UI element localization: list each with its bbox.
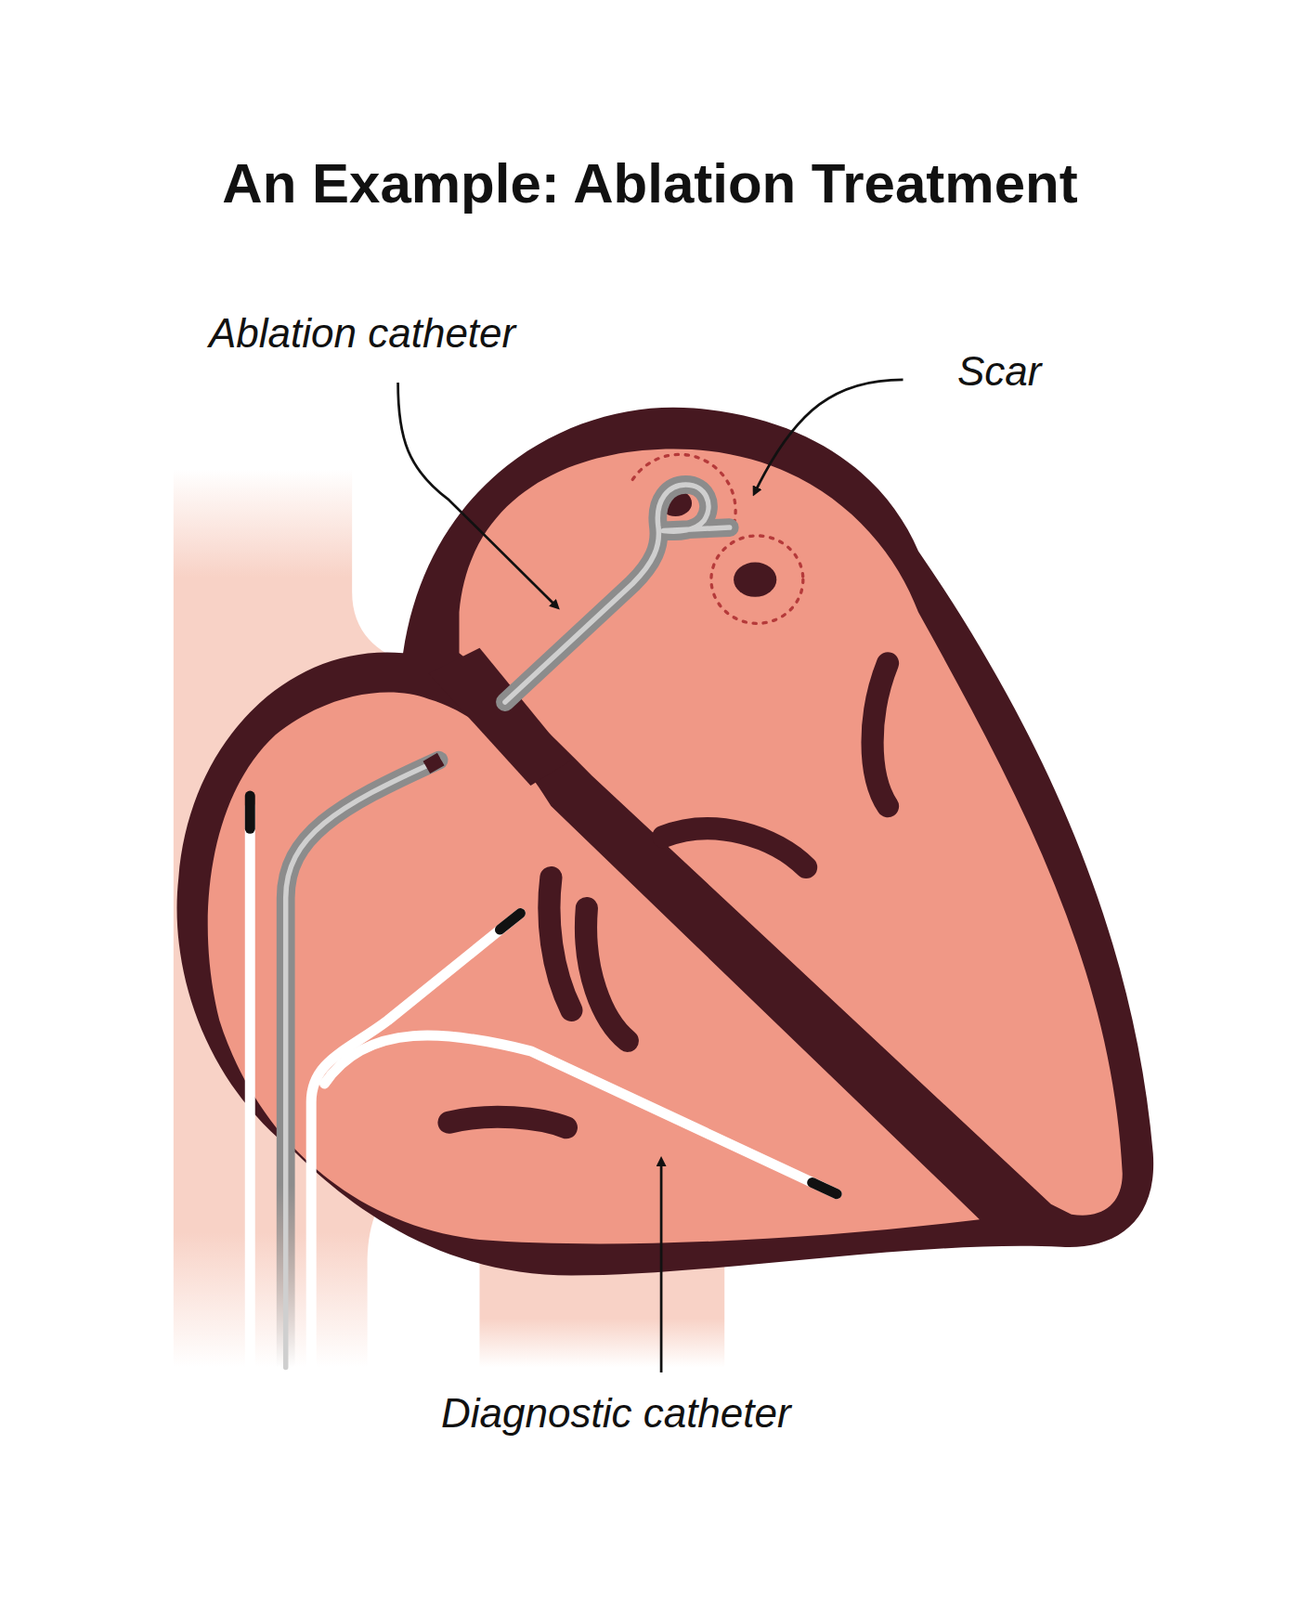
ablation-catheter (286, 484, 730, 1368)
valve-leaflets (449, 663, 889, 1128)
heart-chamber (208, 691, 980, 1244)
diagnostic-catheter (249, 795, 837, 1367)
part-label: Ablation catheter (208, 309, 516, 359)
diagram-title: An Example: Ablation Treatment (0, 150, 1300, 218)
part-label: Scar (957, 347, 1041, 397)
heart-wall (177, 407, 1155, 1276)
part-label: Diagnostic catheter (441, 1389, 792, 1439)
leader-line (398, 379, 904, 1373)
